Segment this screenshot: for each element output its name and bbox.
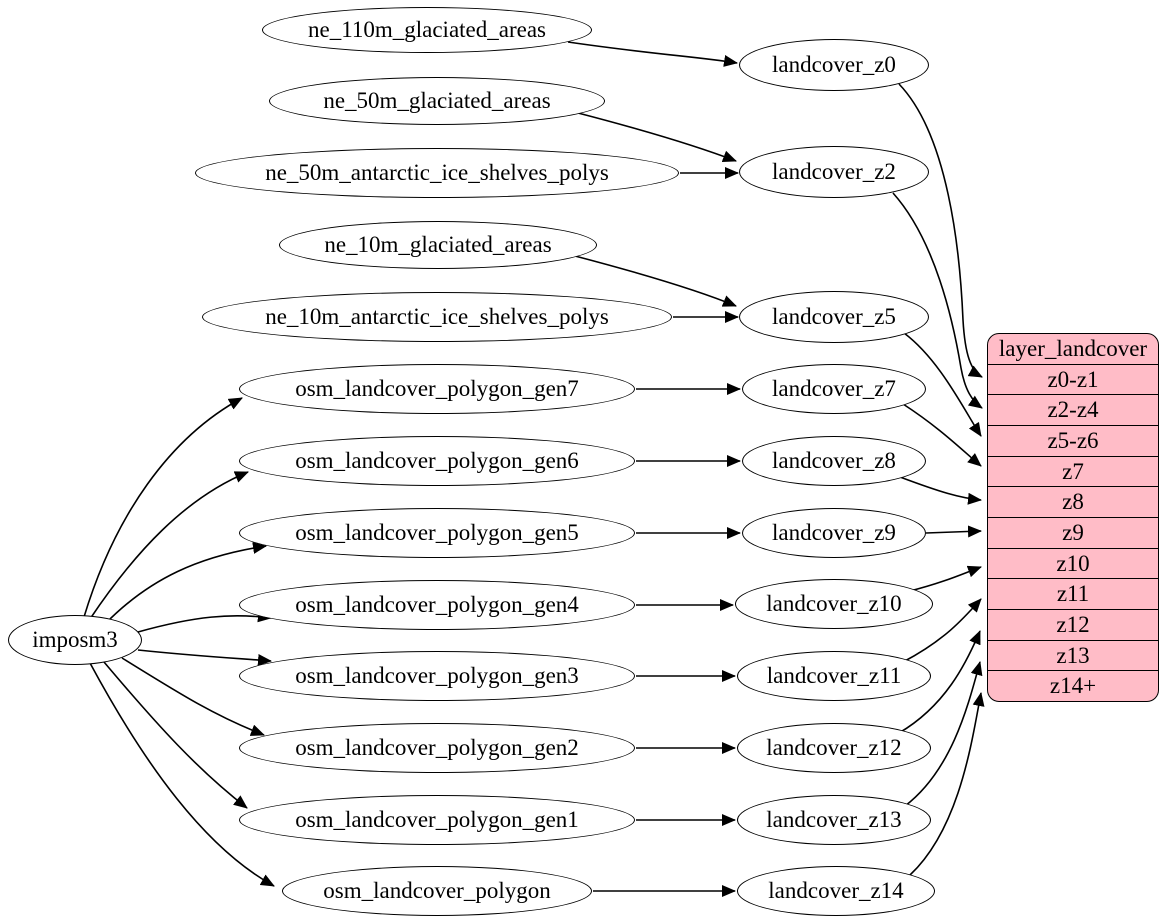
node-ne-50m-antarctic-ice-shelves-polys: ne_50m_antarctic_ice_shelves_polys [195,148,679,198]
node-landcover-z8: landcover_z8 [742,436,926,486]
node-landcover-z13: landcover_z13 [737,795,931,845]
node-landcover-z0: landcover_z0 [739,39,929,91]
layer-row-z13: z13 [988,639,1158,671]
edge [925,525,982,538]
node-landcover-z12: landcover_z12 [737,723,931,773]
node-osm-landcover-polygon-gen5: osm_landcover_polygon_gen5 [239,508,635,558]
layer-row-z8: z8 [988,486,1158,517]
edge [567,41,738,67]
layer-landcover-table: layer_landcover z0-z1 z2-z4 z5-z6 z7 z8 … [987,333,1159,702]
node-osm-landcover-polygon-gen6: osm_landcover_polygon_gen6 [239,436,635,486]
node-landcover-z9: landcover_z9 [742,508,926,558]
layer-table-title: layer_landcover [998,335,1148,361]
layer-row-z5-z6: z5-z6 [988,425,1158,456]
node-ne-110m-glaciated-areas: ne_110m_glaciated_areas [262,7,592,53]
layer-row-z9: z9 [988,517,1158,548]
node-landcover-z11: landcover_z11 [737,651,931,701]
edge [137,610,272,633]
node-osm-landcover-polygon-gen3: osm_landcover_polygon_gen3 [239,651,635,701]
edge [909,565,982,592]
edge [899,476,982,505]
layer-row-z10: z10 [988,547,1158,579]
node-landcover-z5: landcover_z5 [739,291,929,343]
layer-row-z2-z4: z2-z4 [988,394,1158,425]
layer-row-z11: z11 [988,578,1158,609]
node-landcover-z14: landcover_z14 [737,866,935,916]
node-ne-10m-glaciated-areas: ne_10m_glaciated_areas [279,221,597,269]
edge [121,657,265,736]
edge [89,471,249,620]
layer-row-z7: z7 [988,455,1158,487]
node-osm-landcover-polygon-gen2: osm_landcover_polygon_gen2 [239,723,635,773]
edge [137,649,272,666]
layer-row-z14plus: z14+ [988,670,1158,701]
edge [898,83,983,378]
layer-row-z0-z1: z0-z1 [988,363,1158,395]
edge [909,692,985,876]
edge [83,397,243,618]
node-landcover-z10: landcover_z10 [735,579,933,629]
edge [89,662,275,887]
node-osm-landcover-polygon-gen7: osm_landcover_polygon_gen7 [239,364,635,414]
node-ne-10m-antarctic-ice-shelves-polys: ne_10m_antarctic_ice_shelves_polys [202,292,672,342]
edge [103,661,248,809]
node-osm-landcover-polygon: osm_landcover_polygon [282,866,592,916]
node-osm-landcover-polygon-gen4: osm_landcover_polygon_gen4 [239,580,635,630]
node-landcover-z7: landcover_z7 [742,364,926,414]
edge [104,542,267,625]
layer-row-z12: z12 [988,609,1158,640]
node-imposm3: imposm3 [8,615,142,665]
node-ne-50m-glaciated-areas: ne_50m_glaciated_areas [269,77,605,125]
node-osm-landcover-polygon-gen1: osm_landcover_polygon_gen1 [239,795,635,845]
node-landcover-z2: landcover_z2 [739,146,929,198]
